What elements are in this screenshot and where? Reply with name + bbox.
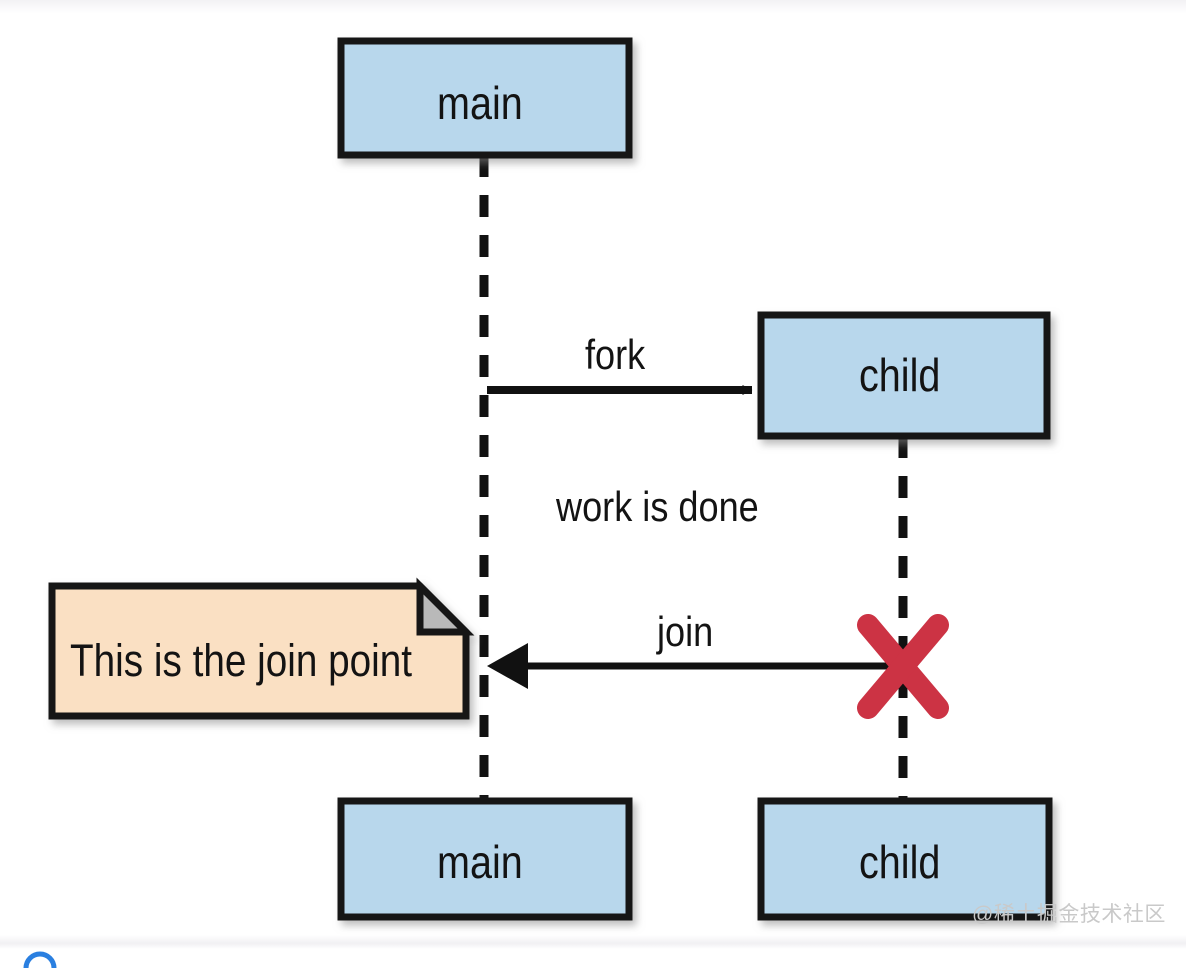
participant-label-main-top: main (437, 77, 523, 129)
join-message-label: join (657, 608, 714, 655)
bottom-edge-band (0, 935, 1186, 949)
participant-label-main-bottom: main (437, 836, 523, 888)
fork-message-label: fork (585, 331, 646, 378)
join-message-arrow (487, 643, 903, 689)
work-is-done-label: work is done (556, 483, 759, 530)
participant-box-main-bottom (337, 797, 633, 921)
participant-label-child-bottom: child (859, 836, 941, 888)
participant-box-main-top (337, 37, 633, 159)
join-point-note-shape (48, 577, 475, 720)
participant-box-child-top (757, 311, 1051, 440)
cropped-blue-arc-icon (23, 951, 57, 968)
top-edge-band (0, 0, 1186, 14)
participant-label-child-top: child (859, 349, 941, 401)
participant-box-child-bottom (757, 797, 1053, 921)
child-termination-x-icon (857, 614, 949, 719)
watermark-text: @稀土掘金技术社区 (972, 903, 1166, 926)
join-point-note-text: This is the join point (70, 635, 413, 686)
